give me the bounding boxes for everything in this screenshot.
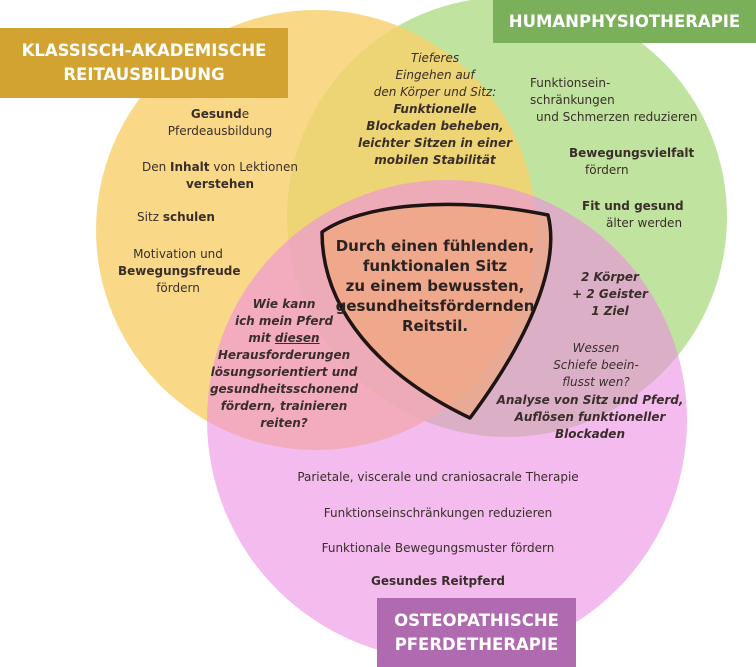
title-box-human: HUMANPHYSIOTHERAPIE (493, 0, 756, 43)
overlap-human-osteo-analysis: Analyse von Sitz und Pferd, Auflösen fun… (496, 393, 684, 441)
osteo-item-funktionseinschraenkungen: Funktionseinschränkungen reduzieren (323, 506, 553, 520)
title-human: HUMANPHYSIOTHERAPIE (508, 11, 741, 31)
classical-item-gesunde-pferdeausbildung: Gesunde Pferdeausbildung (167, 107, 273, 138)
overlap-human-osteo-slogan: 2 Körper + 2 Geister 1 Ziel (572, 270, 648, 318)
classical-item-motivation-bewegungsfreude: Motivation und Bewegungsfreude fördern (118, 247, 241, 295)
overlap-classical-human: Tieferes Eingehen auf den Körper und Sit… (357, 51, 512, 167)
human-item-fit-und-gesund: Fit und gesund älter werden (582, 199, 684, 230)
classical-item-sitz-schulen: Sitz schulen (137, 210, 215, 224)
title-box-osteo: OSTEOPATHISCHE PFERDETHERAPIE (377, 598, 576, 667)
circle-osteopathische-pferdetherapie (207, 180, 687, 660)
osteo-item-bewegungsmuster: Funktionale Bewegungsmuster fördern (321, 541, 555, 555)
human-item-bewegungsvielfalt: Bewegungsvielfalt fördern (569, 146, 695, 177)
title-box-classical: KLASSISCH-AKADEMISCHE REITAUSBILDUNG (0, 28, 288, 98)
title-classical-line1: KLASSISCH-AKADEMISCHE (21, 41, 267, 60)
title-classical-line2: REITAUSBILDUNG (63, 65, 225, 84)
title-osteo-line1: OSTEOPATHISCHE (394, 610, 559, 630)
overlap-classical-osteo: Wie kann ich mein Pferd mit diesen Herau… (209, 297, 359, 430)
title-osteo-line2: PFERDETHERAPIE (394, 634, 559, 654)
center-rounded-triangle (320, 202, 553, 420)
osteo-item-therapie: Parietale, viscerale und craniosacrale T… (297, 470, 579, 484)
classical-item-inhalt-verstehen: Den Inhalt von Lektionen verstehen (141, 160, 298, 191)
osteo-item-gesundes-reitpferd: Gesundes Reitpferd (371, 574, 505, 588)
center-statement: Durch einen fühlenden, funktionalen Sitz… (335, 237, 535, 335)
human-item-schmerzen-reduzieren: Funktionsein- schränkungen und Schmerzen… (530, 76, 698, 124)
overlap-human-osteo-question: Wessen Schiefe beein- flusst wen? (553, 341, 639, 389)
